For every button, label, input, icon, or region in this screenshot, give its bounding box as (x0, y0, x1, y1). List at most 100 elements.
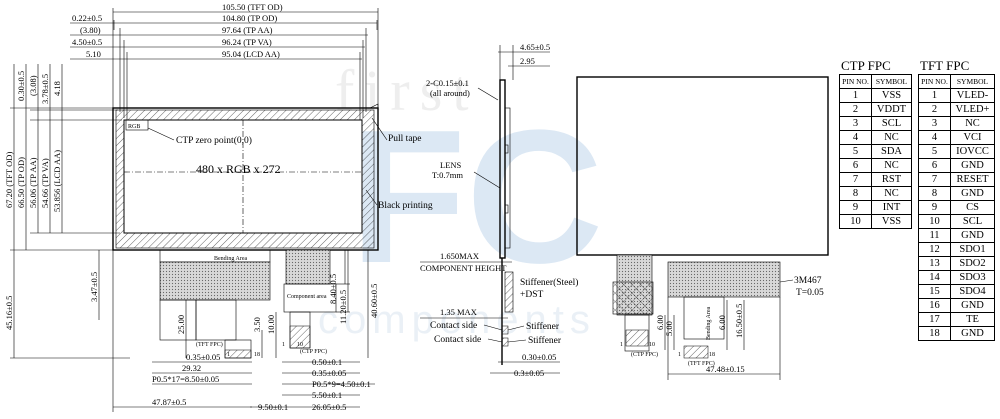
pin-symbol: VDDT (871, 102, 912, 117)
stiffener-steel-label-2: +DST (520, 290, 544, 300)
dim-left-small-4: 4.18 (52, 81, 62, 96)
table-header-row: PIN NO. SYMBOL (839, 74, 912, 89)
side-dim-1-35: 1.35 MAX (440, 307, 477, 317)
back-dim-width: 47.48±0.15 (706, 364, 745, 374)
pin-no-header: PIN NO. (918, 74, 951, 89)
pin-number: 9 (918, 200, 951, 215)
pin-number: 3 (839, 116, 872, 131)
resolution-label: 480 x RGB x 272 (196, 162, 281, 176)
table-header-row: PIN NO. SYMBOL (918, 74, 995, 89)
chamfer-label-2: (all around) (430, 88, 470, 98)
dim-tft-od: 105.50 (TFT OD) (222, 2, 283, 12)
dim-height-tp-od: 66.50 (TP OD) (16, 157, 26, 208)
back-tft-fpc: (TFT FPC) (688, 360, 715, 367)
dim-29-32: 29.32 (182, 363, 201, 373)
lens-label-2: T:0.7mm (432, 170, 463, 180)
contact-side-2: Contact side (434, 335, 481, 345)
dim-offset-3: 4.50±0.5 (72, 37, 102, 47)
side-dim-0-3: 0.3±0.05 (514, 368, 544, 378)
pin-number: 12 (918, 242, 951, 257)
symbol-header: SYMBOL (950, 74, 995, 89)
pin-symbol: VLED+ (950, 102, 995, 117)
pin-symbol: SDO2 (950, 256, 995, 271)
pin-symbol: NC (871, 158, 912, 173)
pin-symbol: GND (950, 228, 995, 243)
fpc-dim-8-40: 8.40±0.5 (328, 274, 338, 304)
ctp-zero-label: CTP zero point(0,0) (176, 135, 252, 146)
back-dim-6b: 6.00 (717, 315, 727, 330)
pin-number: 10 (918, 214, 951, 229)
side-dim-4-65: 4.65±0.5 (520, 42, 550, 52)
pin-number: 6 (839, 158, 872, 173)
fpc-dim-40-60: 40.60±0.5 (369, 284, 379, 318)
pin-symbol: SDA (871, 144, 912, 159)
back-pin-1a: 1 (620, 342, 623, 348)
tft-pin-1: 1 (227, 352, 230, 358)
dim-pin-width-right: 0.35±0.05 (312, 368, 346, 378)
ctp-pin-1: 1 (282, 342, 285, 348)
fpc-dim-11-20: 11.20±0.5 (338, 290, 348, 324)
dim-left-small-2: (3.08) (28, 75, 38, 96)
fpc-dim-10: 10.00 (266, 315, 276, 334)
dim-height-lcd-aa: 53.856 (LCD AA) (52, 150, 62, 212)
back-view: 3M467 T=0.05 Bending Area 5.00 6.00 6.00… (576, 76, 829, 380)
dim-47-87: 47.87±0.5 (152, 397, 186, 407)
pin-symbol: RESET (950, 172, 995, 187)
dim-tp-od: 104.80 (TP OD) (222, 13, 277, 23)
dim-9-50: 9.50±0.1 (258, 402, 288, 412)
back-dim-5: 5.00 (664, 321, 674, 336)
back-dim-16-5: 16.50±0.5 (734, 304, 744, 338)
dim-left-small-3: 3.78±0.5 (40, 74, 50, 104)
pin-number: 14 (918, 270, 951, 285)
pin-number: 16 (918, 298, 951, 313)
ctp-fpc-title: CTP FPC (841, 58, 891, 73)
dim-fpc-offset: 3.47±0.5 (89, 272, 99, 302)
pin-symbol: CS (950, 200, 995, 215)
pin-symbol: VSS (871, 214, 912, 229)
pin-number: 4 (839, 130, 872, 145)
tape-thickness: T=0.05 (796, 288, 824, 298)
pin-symbol: RST (871, 172, 912, 187)
tft-fpc-title: TFT FPC (920, 58, 970, 73)
back-pin-18: 18 (709, 352, 715, 358)
side-dim-0-30: 0.30±0.05 (522, 352, 556, 362)
pin-no-header: PIN NO. (839, 74, 872, 89)
ctp-fpc-label: (CTP FPC) (300, 348, 327, 355)
pin-number: 2 (839, 102, 872, 117)
tft-pin-18: 18 (254, 352, 260, 358)
bending-area-label: Bending Area (214, 256, 247, 262)
fpc-dim-3-5: 3.50 (252, 317, 262, 332)
pin-symbol: NC (950, 116, 995, 131)
pin-symbol: VLED- (950, 88, 995, 103)
dim-tp-va: 96.24 (TP VA) (222, 37, 272, 47)
pin-number: 2 (918, 102, 951, 117)
dim-tp-aa: 97.64 (TP AA) (222, 25, 273, 35)
pin-symbol: SDO3 (950, 270, 995, 285)
pin-number: 7 (839, 172, 872, 187)
dim-height-tp-va: 54.66 (TP VA) (40, 158, 50, 208)
pin-number: 9 (839, 200, 872, 215)
pin-number: 1 (839, 88, 872, 103)
side-view: 4.65±0.5 2.95 2-C0.15±0.1 (all around) L… (420, 42, 578, 378)
back-pin-1b: 1 (678, 352, 681, 358)
pin-symbol: VCI (950, 130, 995, 145)
symbol-header: SYMBOL (871, 74, 912, 89)
pin-symbol: SDO1 (950, 242, 995, 257)
